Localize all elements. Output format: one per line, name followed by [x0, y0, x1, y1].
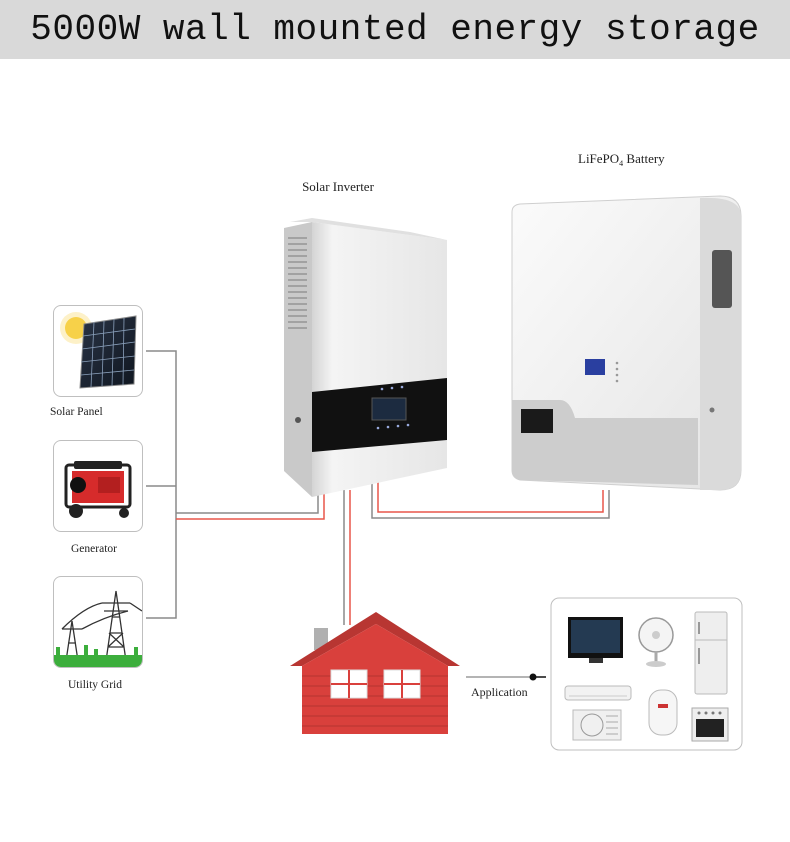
solar-panel-box — [53, 305, 143, 397]
generator-label: Generator — [71, 543, 117, 555]
utility-grid-label: Utility Grid — [68, 679, 122, 691]
inverter-label: Solar Inverter — [302, 179, 375, 194]
application-connector — [466, 673, 546, 681]
generator-icon — [64, 461, 132, 518]
inverter-battery-wiring — [371, 482, 610, 519]
house-icon — [290, 612, 460, 734]
title-banner: 5000W wall mounted energy storage — [0, 0, 790, 59]
tv-icon — [568, 617, 623, 663]
page-title: 5000W wall mounted energy storage — [30, 9, 760, 50]
appliances-box — [550, 597, 743, 751]
water-heater-icon — [648, 689, 678, 736]
lifepo4-battery — [511, 195, 742, 491]
refrigerator-icon — [694, 611, 728, 695]
solar-inverter — [284, 218, 447, 497]
utility-grid-box — [53, 576, 143, 668]
oven-icon — [691, 707, 729, 742]
generator-box — [53, 440, 143, 532]
inverter-house-wiring — [343, 490, 351, 625]
battery-label: LiFePO4 Battery — [578, 151, 665, 168]
source-wiring — [146, 350, 325, 619]
air-conditioner-icon — [564, 685, 632, 741]
utility-grid-icon — [54, 590, 142, 667]
solar-panel-icon — [60, 312, 137, 389]
solar-panel-label: Solar Panel — [50, 406, 103, 418]
application-label: Application — [471, 685, 528, 699]
fan-icon — [638, 617, 674, 667]
